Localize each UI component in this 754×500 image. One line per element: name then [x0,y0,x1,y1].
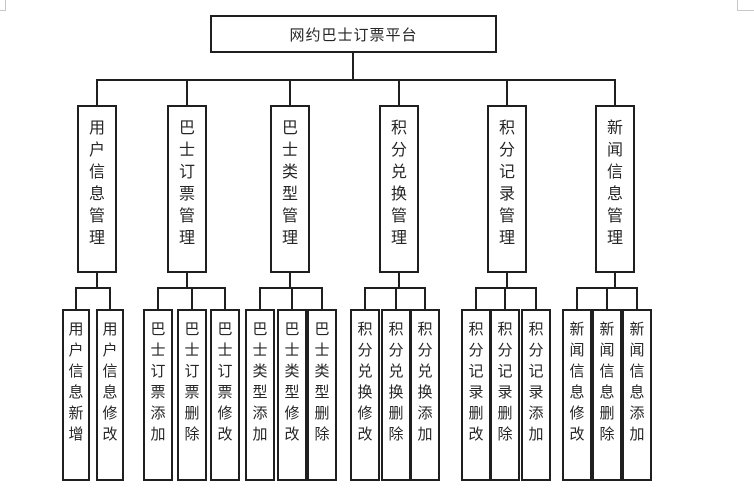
node-branch-label: 巴士类型管理 [281,118,298,247]
node-leaf-bustype-modify: 巴士类型修改 [277,309,307,481]
border-fragment-right [737,0,754,11]
node-branch-label: 新闻信息管理 [606,118,623,247]
node-leaf-user-info-modify: 用户信息修改 [96,309,124,481]
node-leaf-news-delete: 新闻信息删除 [592,309,622,481]
node-leaf-bustype-delete: 巴士类型删除 [307,309,337,481]
node-leaf-label: 新闻信息修改 [569,320,585,443]
node-leaf-record-edit: 积分记录删改 [461,309,491,481]
node-leaf-exchange-modify: 积分兑换修改 [350,309,380,481]
node-branch-label: 积分记录管理 [498,118,515,247]
node-leaf-label: 积分兑换删除 [388,320,404,443]
node-leaf-booking-modify: 巴士订票修改 [210,309,240,481]
node-leaf-label: 巴士类型删除 [314,320,330,443]
node-branch-user-info: 用户信息管理 [77,105,117,273]
node-leaf-record-delete: 积分记录删除 [490,309,520,481]
node-leaf-label: 巴士类型修改 [284,320,300,443]
node-leaf-label: 用户信息新增 [68,320,84,443]
node-leaf-label: 积分记录添加 [528,320,544,443]
node-branch-bus-booking: 巴士订票管理 [167,105,207,273]
node-leaf-bustype-add: 巴士类型添加 [245,309,275,481]
node-branch-news-info: 新闻信息管理 [595,105,635,273]
node-branch-points-exchange: 积分兑换管理 [379,105,419,273]
node-leaf-label: 积分兑换修改 [357,320,373,443]
node-leaf-news-add: 新闻信息添加 [622,309,652,481]
node-branch-label: 积分兑换管理 [390,118,407,247]
node-leaf-label: 巴士订票添加 [150,320,166,443]
node-leaf-user-info-add: 用户信息新增 [62,309,90,481]
node-leaf-label: 新闻信息添加 [629,320,645,443]
node-branch-bus-type: 巴士类型管理 [270,105,310,273]
node-leaf-label: 新闻信息删除 [599,320,615,443]
node-leaf-label: 巴士类型添加 [252,320,268,443]
node-leaf-label: 积分记录删改 [468,320,484,443]
node-leaf-exchange-add: 积分兑换添加 [410,309,440,481]
node-root-label: 网约巴士订票平台 [289,25,418,44]
node-branch-points-record: 积分记录管理 [487,105,527,273]
node-root: 网约巴士订票平台 [210,15,497,53]
node-leaf-label: 用户信息修改 [102,320,118,443]
node-leaf-label: 巴士订票删除 [184,320,200,443]
node-branch-label: 用户信息管理 [88,118,105,247]
node-branch-label: 巴士订票管理 [178,118,195,247]
node-leaf-record-add: 积分记录添加 [521,309,551,481]
node-leaf-booking-add: 巴士订票添加 [143,309,173,481]
node-leaf-label: 积分兑换添加 [417,320,433,443]
node-leaf-exchange-delete: 积分兑换删除 [381,309,411,481]
node-leaf-label: 巴士订票修改 [217,320,233,443]
node-leaf-label: 积分记录删除 [497,320,513,443]
node-leaf-news-modify: 新闻信息修改 [562,309,592,481]
node-leaf-booking-delete: 巴士订票删除 [177,309,207,481]
border-fragment-left [0,0,6,11]
